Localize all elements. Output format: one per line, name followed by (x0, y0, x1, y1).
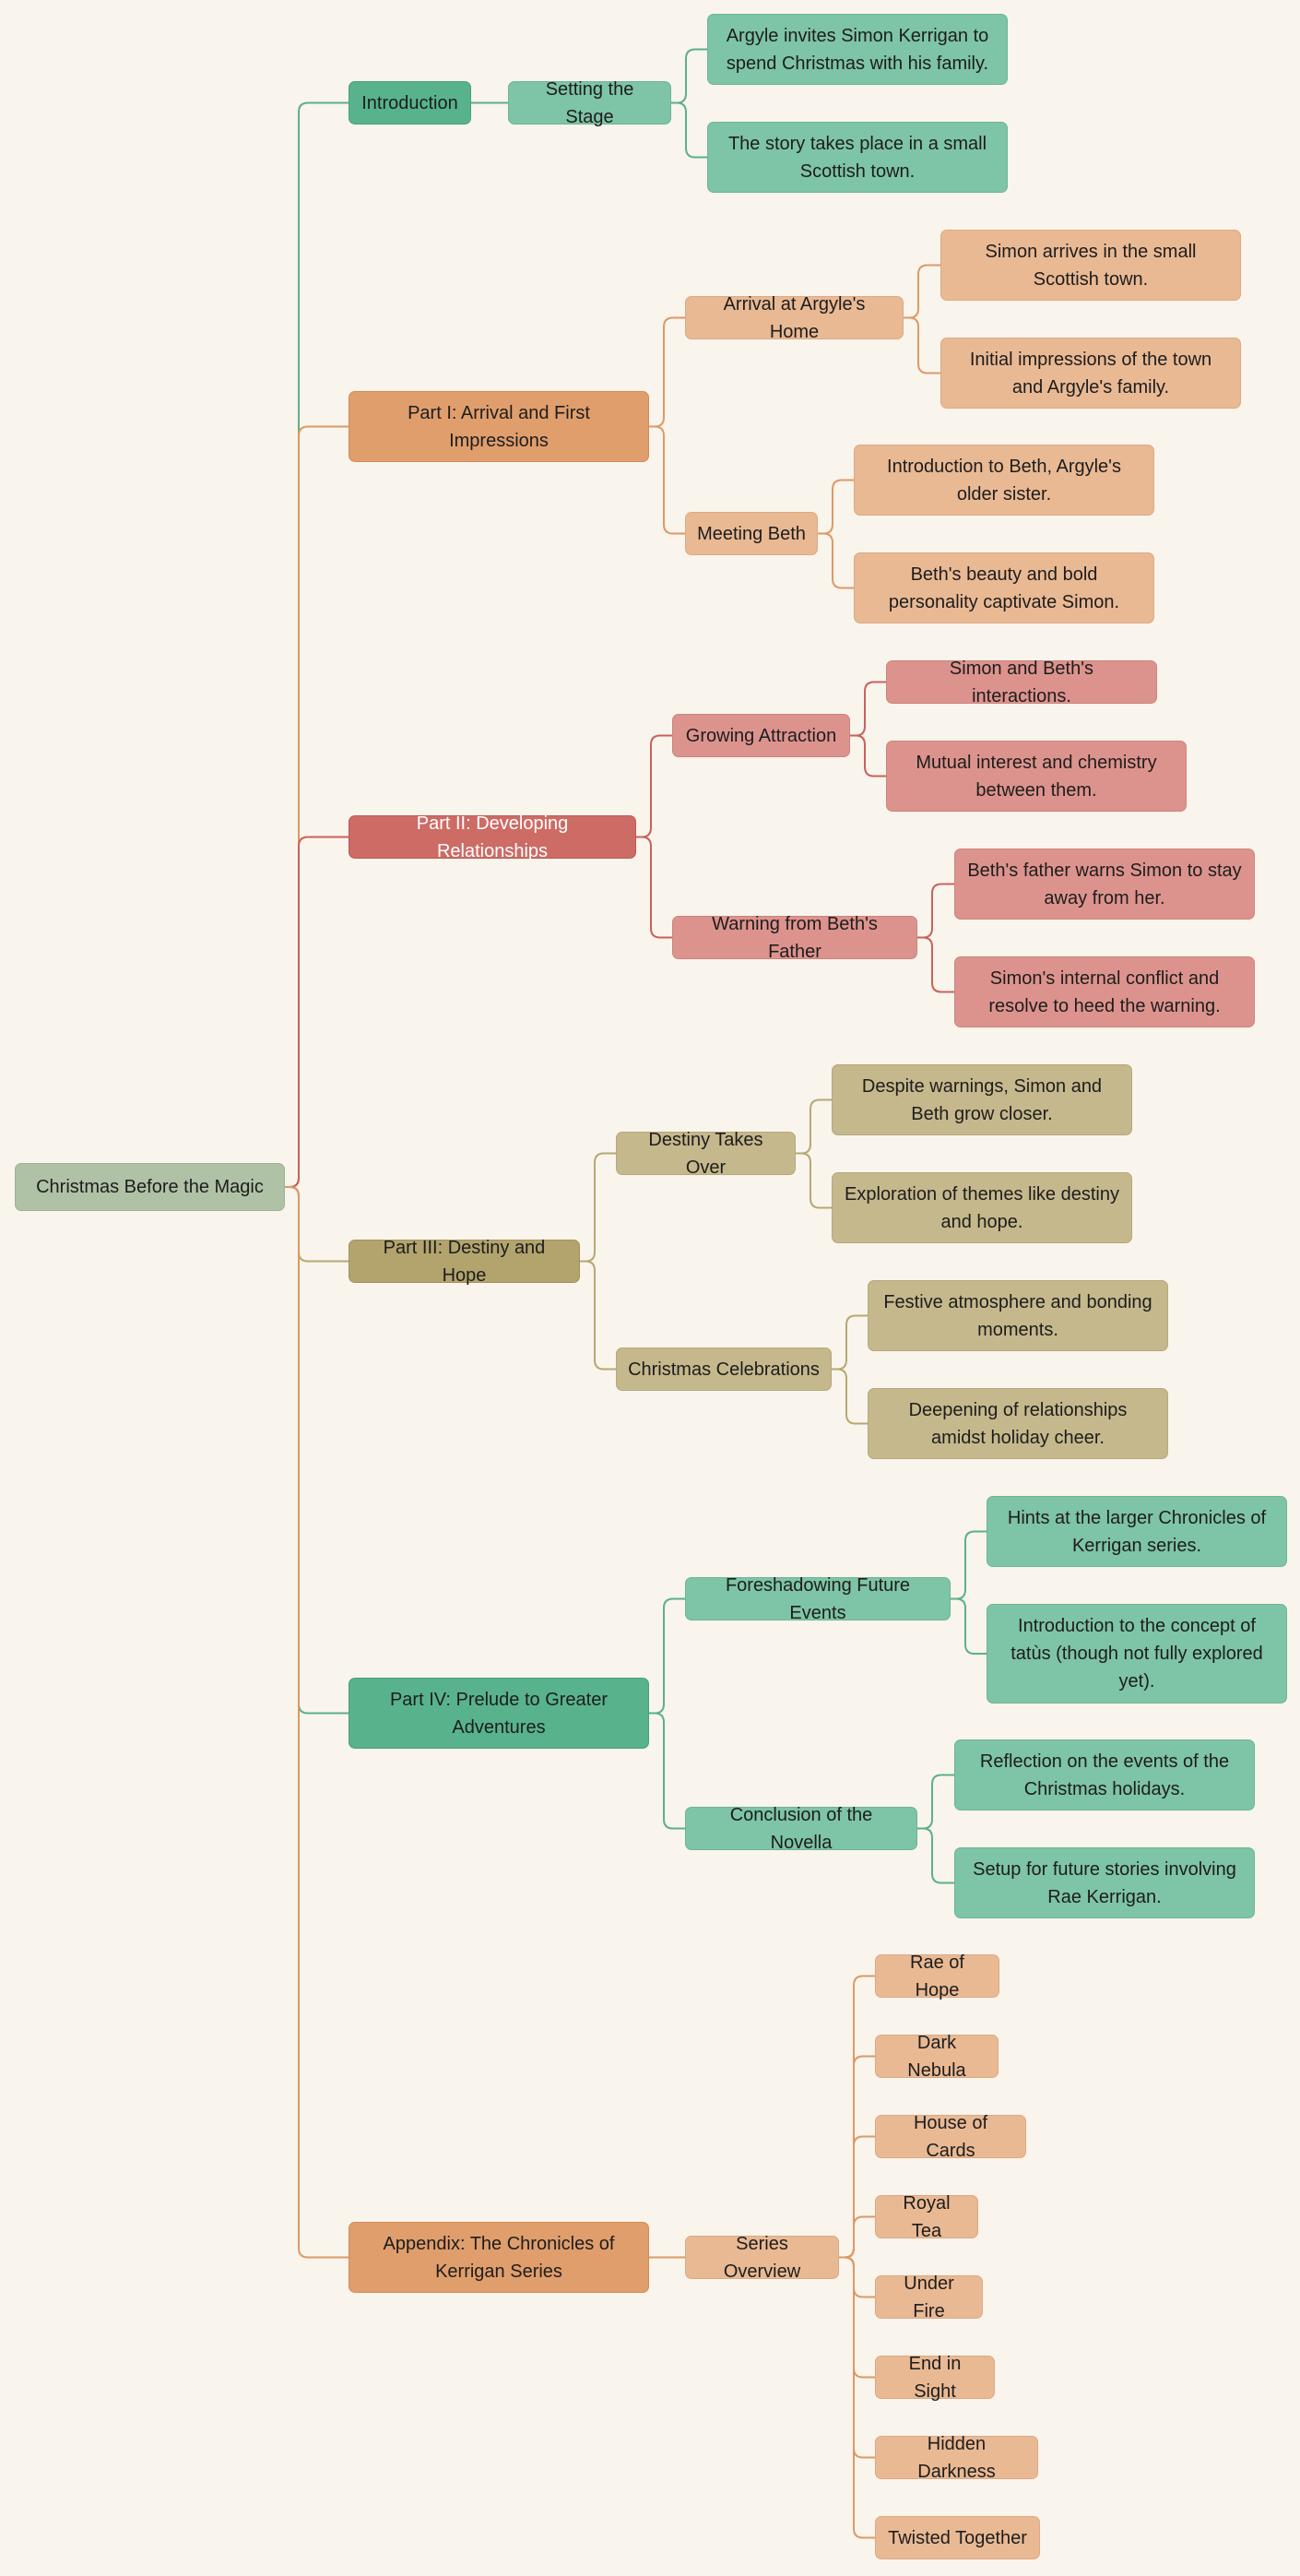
edge-warning-to-warning-1 (917, 883, 954, 939)
node-warning-2: Simon's internal conflict and resolve to… (954, 956, 1255, 1027)
node-root: Christmas Before the Magic (15, 1163, 285, 1211)
node-conclusion-2: Setup for future stories involving Rae K… (954, 1847, 1255, 1918)
node-conclusion: Conclusion of the Novella (685, 1805, 917, 1853)
edge-celebrations-to-celebrations-1 (832, 1314, 868, 1371)
edge-celebrations-to-celebrations-2 (832, 1368, 868, 1425)
edge-foreshadow-to-foreshadow-2 (951, 1597, 987, 1655)
edge-root-to-p3 (285, 1186, 349, 1263)
edge-conclusion-to-conclusion-1 (917, 1774, 954, 1830)
edge-root-to-appendix (285, 1186, 349, 2259)
node-book-8: Twisted Together (875, 2516, 1040, 2559)
node-foreshadow-2: Introduction to the concept of tatùs (th… (987, 1604, 1287, 1703)
edge-series-to-book-7 (839, 2256, 875, 2459)
edge-p3-to-destiny (580, 1152, 616, 1263)
edge-growing-to-growing-2 (850, 734, 886, 778)
edge-p2-to-warning (636, 836, 672, 939)
node-p4: Part IV: Prelude to Greater Adventures (349, 1678, 649, 1749)
edge-series-to-book-8 (839, 2256, 875, 2539)
node-arrival-2: Initial impressions of the town and Argy… (940, 338, 1241, 409)
edge-arrival-to-arrival-2 (904, 316, 940, 374)
edge-p4-to-foreshadow (649, 1597, 685, 1715)
edge-root-to-p4 (285, 1186, 349, 1715)
edge-foreshadow-to-foreshadow-1 (951, 1530, 987, 1600)
edge-series-to-book-3 (839, 2135, 875, 2259)
edge-beth-to-beth-1 (818, 479, 854, 535)
node-destiny-2: Exploration of themes like destiny and h… (832, 1172, 1132, 1243)
node-book-6: End in Sight (875, 2354, 995, 2402)
node-foreshadow-1: Hints at the larger Chronicles of Kerrig… (987, 1496, 1287, 1567)
edge-p1-to-arrival (649, 316, 685, 428)
node-p3: Part III: Destiny and Hope (349, 1238, 580, 1286)
node-growing: Growing Attraction (672, 714, 850, 757)
edge-series-to-book-5 (839, 2256, 875, 2298)
node-celebrations-1: Festive atmosphere and bonding moments. (868, 1280, 1168, 1351)
node-stage-2: The story takes place in a small Scottis… (707, 122, 1008, 193)
edge-p4-to-conclusion (649, 1712, 685, 1830)
edge-series-to-book-6 (839, 2256, 875, 2379)
edge-p3-to-celebrations (580, 1260, 616, 1371)
node-celebrations: Christmas Celebrations (616, 1347, 832, 1391)
edge-growing-to-growing-1 (850, 681, 886, 737)
node-series: Series Overview (685, 2234, 839, 2282)
edge-series-to-book-2 (839, 2055, 875, 2259)
node-destiny: Destiny Takes Over (616, 1130, 796, 1178)
edge-arrival-to-arrival-1 (904, 264, 940, 319)
node-book-5: Under Fire (875, 2273, 983, 2321)
node-appendix: Appendix: The Chronicles of Kerrigan Ser… (349, 2222, 649, 2293)
edge-conclusion-to-conclusion-2 (917, 1827, 954, 1884)
edge-beth-to-beth-2 (818, 532, 854, 589)
node-beth: Meeting Beth (685, 512, 818, 555)
edge-p1-to-beth (649, 425, 685, 535)
edge-stage-to-stage-1 (671, 48, 707, 104)
node-warning-1: Beth's father warns Simon to stay away f… (954, 849, 1255, 920)
edge-series-to-book-4 (839, 2215, 875, 2259)
node-celebrations-2: Deepening of relationships amidst holida… (868, 1388, 1168, 1459)
node-stage-1: Argyle invites Simon Kerrigan to spend C… (707, 14, 1008, 85)
node-arrival: Arrival at Argyle's Home (685, 294, 904, 342)
node-growing-1: Simon and Beth's interactions. (886, 659, 1157, 706)
node-book-3: House of Cards (875, 2113, 1026, 2161)
node-p1: Part I: Arrival and First Impressions (349, 391, 649, 462)
node-beth-2: Beth's beauty and bold personality capti… (854, 552, 1154, 623)
edge-destiny-to-destiny-2 (796, 1152, 832, 1209)
node-beth-1: Introduction to Beth, Argyle's older sis… (854, 445, 1154, 516)
edge-root-to-intro (285, 101, 349, 1188)
node-warning: Warning from Beth's Father (672, 914, 917, 962)
node-book-4: Royal Tea (875, 2193, 978, 2241)
edge-root-to-p1 (285, 425, 349, 1188)
edge-warning-to-warning-2 (917, 936, 954, 993)
node-stage: Setting the Stage (508, 79, 671, 127)
node-destiny-1: Despite warnings, Simon and Beth grow cl… (832, 1064, 1132, 1135)
node-arrival-1: Simon arrives in the small Scottish town… (940, 230, 1241, 301)
node-growing-2: Mutual interest and chemistry between th… (886, 741, 1187, 812)
node-book-7: Hidden Darkness (875, 2434, 1038, 2482)
edge-root-to-p2 (285, 836, 349, 1188)
node-book-2: Dark Nebula (875, 2033, 999, 2081)
edge-p2-to-growing (636, 734, 672, 838)
edge-series-to-book-1 (839, 1975, 875, 2259)
edge-stage-to-stage-2 (671, 101, 707, 159)
node-intro: Introduction (349, 81, 471, 125)
node-book-1: Rae of Hope (875, 1953, 999, 2000)
node-foreshadow: Foreshadowing Future Events (685, 1575, 951, 1623)
node-p2: Part II: Developing Relationships (349, 813, 636, 861)
edge-destiny-to-destiny-1 (796, 1098, 832, 1155)
node-conclusion-1: Reflection on the events of the Christma… (954, 1739, 1255, 1810)
